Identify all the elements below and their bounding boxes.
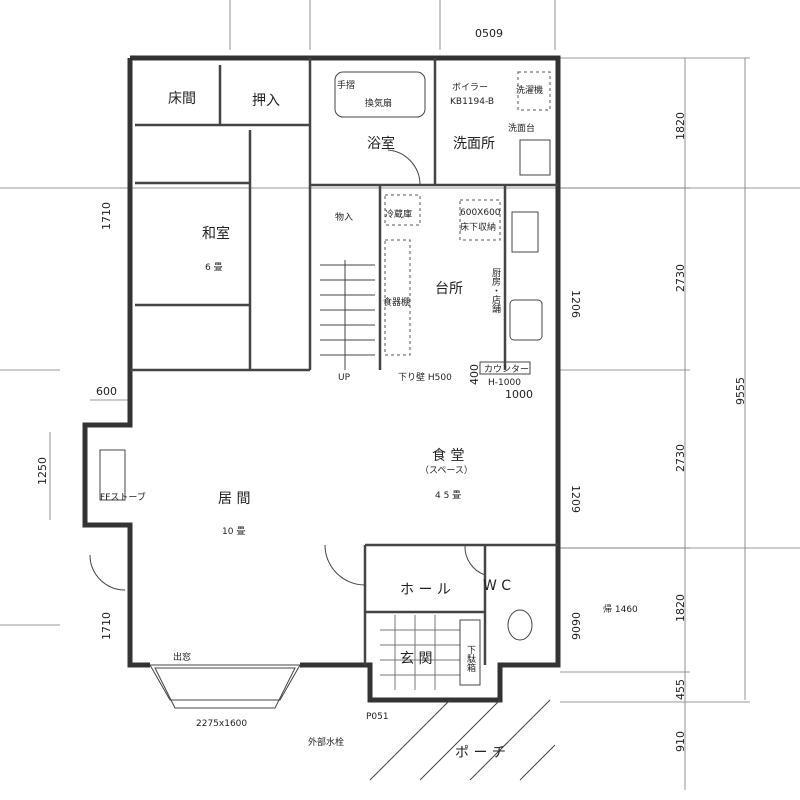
fridge-space bbox=[384, 194, 421, 226]
dim-1710-bottom: 1710 bbox=[100, 612, 113, 640]
dim-400: 400 bbox=[468, 364, 481, 385]
door-swing bbox=[89, 554, 126, 591]
entrance-tiles bbox=[380, 615, 460, 690]
label-bay-window: 出窓 bbox=[173, 651, 191, 663]
porch-lines bbox=[369, 699, 556, 781]
label-dining: 食 堂 bbox=[432, 447, 464, 464]
dim-1209: 1209 bbox=[569, 485, 582, 513]
label-door-code: P051 bbox=[366, 712, 389, 722]
label-washroom: 洗面所 bbox=[453, 136, 495, 152]
ff-stove bbox=[99, 449, 126, 501]
dim-600: 600 bbox=[96, 385, 117, 398]
label-boiler: ボイラー bbox=[452, 82, 488, 93]
staircase bbox=[320, 260, 375, 370]
door-swing bbox=[324, 544, 366, 586]
fixtures bbox=[89, 71, 556, 781]
label-porch: ポ ー チ bbox=[455, 745, 506, 761]
label-shoe-box: 下駄箱 bbox=[465, 645, 476, 673]
shoe-box bbox=[459, 619, 481, 686]
door-swing bbox=[464, 544, 486, 576]
door-swing bbox=[387, 149, 421, 186]
label-washitsu-size: 6 畳 bbox=[205, 262, 223, 273]
dim-1710-top: 1710 bbox=[100, 202, 113, 230]
bathtub bbox=[334, 71, 426, 118]
exterior-walls bbox=[82, 55, 561, 709]
label-note-1460: 帰 1460 bbox=[603, 603, 638, 615]
label-up: UP bbox=[338, 373, 351, 383]
dim-0509: 0509 bbox=[475, 27, 503, 40]
dimension-labels: 0509 1710 1206 400 1000 600 1250 1209 17… bbox=[36, 27, 747, 752]
label-wash-basin: 洗面台 bbox=[508, 122, 535, 134]
label-washitsu: 和室 bbox=[202, 225, 230, 242]
label-kitchen-note: 厨房・店舗 bbox=[490, 268, 501, 314]
label-boiler-model: KB1194-B bbox=[450, 97, 494, 107]
counter bbox=[479, 361, 531, 375]
wash-basin bbox=[519, 139, 551, 176]
label-bathroom: 浴室 bbox=[367, 135, 395, 152]
label-washing-machine: 洗濯機 bbox=[516, 84, 543, 96]
dim-right-455: 455 bbox=[674, 679, 687, 700]
label-oshiire: 押入 bbox=[252, 93, 280, 109]
label-counter-height: H-1000 bbox=[488, 378, 521, 388]
label-dining-size: 4 5 畳 bbox=[435, 490, 461, 501]
dim-total-9555: 9555 bbox=[734, 377, 747, 405]
label-hall: ホ ー ル bbox=[400, 582, 451, 598]
label-stove: FFストーブ bbox=[100, 491, 146, 503]
dim-right-2730: 2730 bbox=[674, 444, 687, 472]
label-underfloor-size: 600X600 bbox=[460, 208, 501, 218]
dim-right-1820: 1820 bbox=[674, 594, 687, 622]
washing-machine-space bbox=[517, 71, 551, 111]
label-counter: カウンター bbox=[484, 364, 529, 375]
dim-right-2730: 2730 bbox=[674, 264, 687, 292]
label-faucet: 外部水栓 bbox=[308, 736, 344, 748]
label-bay-size: 2275x1600 bbox=[196, 719, 247, 729]
label-fridge: 冷蔵庫 bbox=[385, 208, 412, 220]
dim-right-1820: 1820 bbox=[674, 112, 687, 140]
dim-1250: 1250 bbox=[36, 457, 49, 485]
room-labels: 床間 押入 手摺 換気扇 浴室 ボイラー KB1194-B 洗濯機 洗面台 洗面… bbox=[100, 79, 638, 761]
cupboard-space bbox=[384, 239, 411, 356]
label-dining-sub: （スペース） bbox=[420, 465, 473, 476]
toilet bbox=[507, 609, 533, 641]
label-wc: W C bbox=[483, 578, 511, 594]
label-storage: 物入 bbox=[335, 211, 353, 223]
label-living: 居 間 bbox=[218, 491, 250, 507]
dim-0606: 0606 bbox=[569, 612, 582, 640]
dim-1206: 1206 bbox=[569, 290, 582, 318]
label-vent-fan: 換気扇 bbox=[365, 97, 392, 109]
label-handrail: 手摺 bbox=[337, 79, 355, 91]
label-drop-wall: 下り壁 H500 bbox=[398, 371, 452, 383]
label-entrance: 玄 関 bbox=[400, 650, 432, 667]
interior-walls bbox=[130, 58, 558, 665]
dim-right-910: 910 bbox=[674, 731, 687, 752]
dim-1000: 1000 bbox=[505, 388, 533, 401]
label-underfloor: 床下収納 bbox=[460, 221, 496, 233]
label-cupboard: 食器棚 bbox=[383, 296, 410, 308]
kitchen-sink bbox=[509, 299, 543, 341]
label-kitchen: 台所 bbox=[435, 281, 463, 297]
stove-top bbox=[511, 211, 539, 253]
bay-window bbox=[149, 664, 301, 701]
label-living-size: 10 畳 bbox=[222, 526, 245, 537]
underfloor-storage bbox=[459, 199, 501, 241]
label-tokonoma: 床間 bbox=[168, 91, 196, 107]
